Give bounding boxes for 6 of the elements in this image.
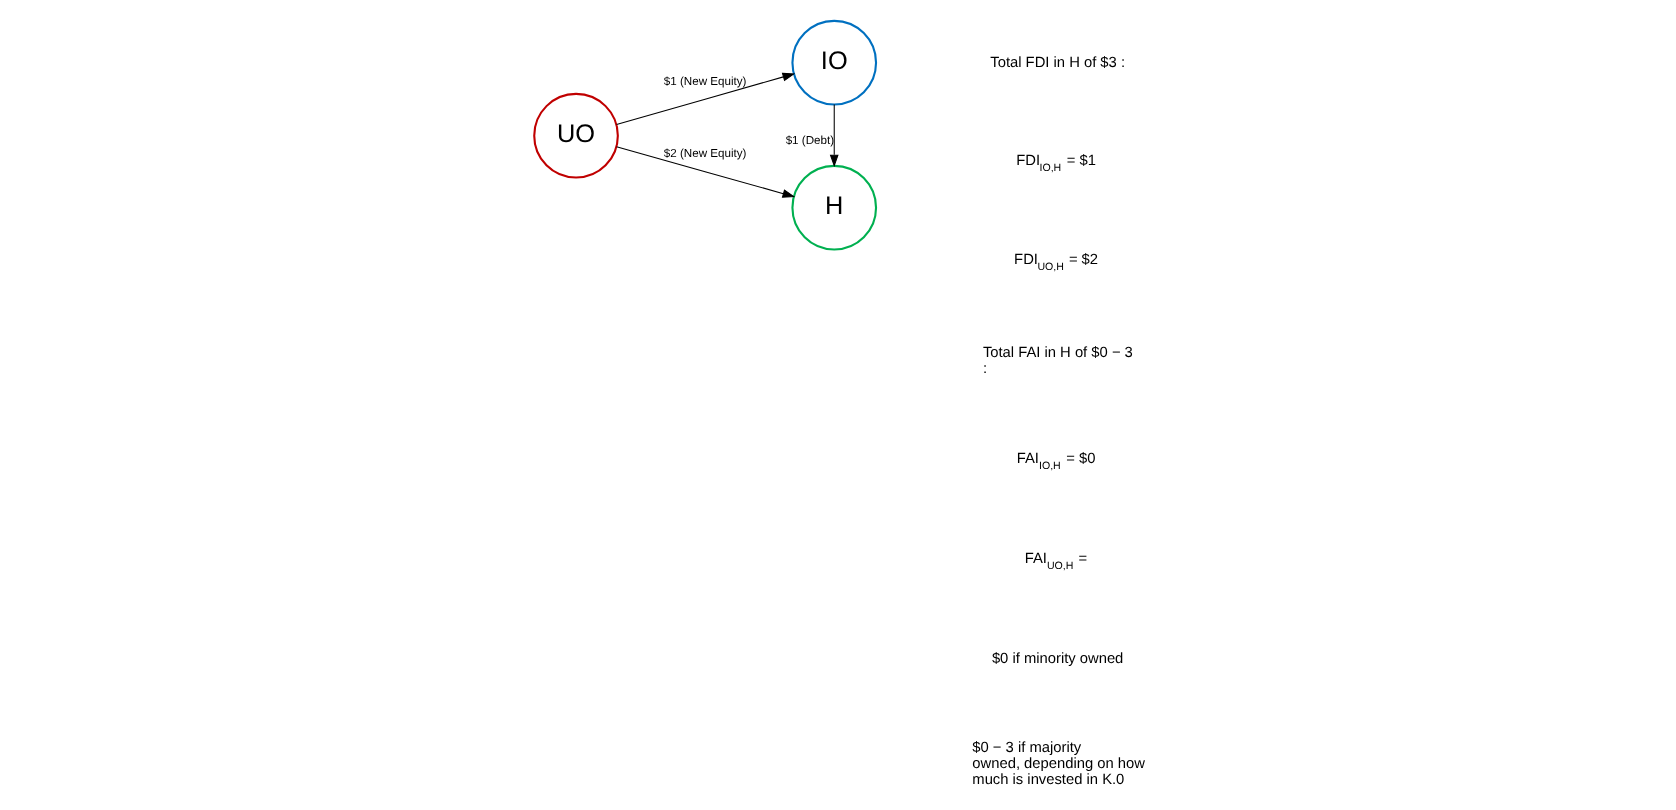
arrow (615, 72, 795, 125)
node-circle: IO (790, 19, 877, 106)
arrow (828, 104, 838, 168)
node-circle: H (790, 164, 877, 251)
arrow (615, 146, 795, 198)
node-circle: UO (532, 92, 618, 179)
